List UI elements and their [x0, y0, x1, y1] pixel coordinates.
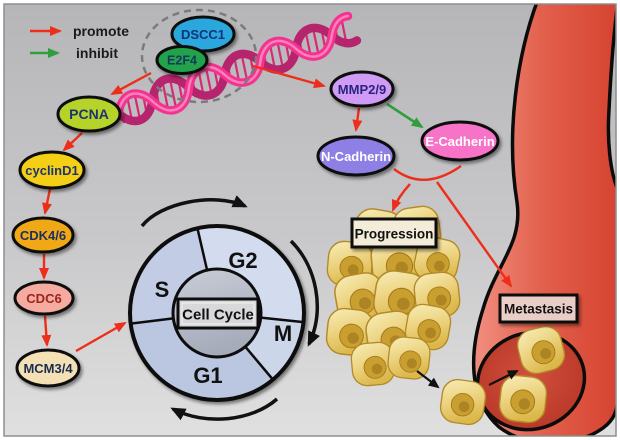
node-mcm34: [15, 348, 81, 388]
progression-label: Progression: [355, 227, 434, 242]
node-cdc6: [13, 280, 75, 316]
rotation-arrow-top-icon: [140, 195, 248, 228]
cycle-rotation-arrows: [140, 195, 320, 421]
cdk46-label: CDK4/6: [20, 228, 66, 243]
tumor-cell: [387, 336, 431, 380]
node-e2f4: [155, 45, 209, 75]
mcm34-to-cellcycle-arrow-icon: [75, 321, 127, 353]
vessel-tube: [471, 0, 620, 440]
cell-cycle-label: Cell Cycle: [182, 307, 254, 324]
cell-cycle-wheel: [128, 224, 306, 402]
metastasis-label: Metastasis: [504, 302, 573, 317]
segment-dividers: [130, 227, 304, 381]
cyclind1-label: cyclinD1: [25, 163, 78, 178]
mmp29-to-ncadherin-arrow-icon: [352, 107, 363, 132]
mmp29-to-ecadherin-inhibit-arrow-icon: [386, 102, 424, 129]
to-progression-arrow-icon: [391, 183, 411, 212]
molecule-nodes: [11, 15, 500, 388]
e2f4-label: E2F4: [167, 54, 197, 68]
ecadherin-label: E-Cadherin: [425, 134, 494, 149]
metastatic-cell: [498, 374, 548, 424]
detached-tumor-cell: [439, 378, 487, 426]
dscc1-label: DSCC1: [181, 27, 225, 42]
mcm34-label: MCM3/4: [23, 361, 73, 376]
legend-inhibit-label: inhibit: [76, 45, 118, 61]
metastatic-cell: [516, 325, 566, 375]
phase-s-segment: [130, 228, 208, 324]
cyclind1-to-cdk46-arrow-icon: [42, 188, 52, 215]
phase-g1-segment: [130, 318, 273, 400]
phase-m-label: M: [274, 321, 292, 346]
dna-to-mmp29-arrow-icon: [252, 64, 326, 89]
progression-box: [350, 217, 438, 249]
pcna-to-cyclind1-arrow-icon: [62, 132, 83, 152]
ncadherin-label: N-Cadherin: [321, 149, 391, 164]
phase-g2-label: G2: [228, 248, 257, 273]
cell-cycle-box: [176, 297, 260, 330]
intravasation-arrow-icon: [488, 370, 519, 386]
cell-cycle-box-inner: [181, 302, 255, 325]
mmp29-label: MMP2/9: [338, 82, 386, 97]
pcna-label: PCNA: [69, 106, 109, 122]
to-metastasis-arrow-icon: [436, 181, 513, 288]
phase-g1-label: G1: [193, 363, 222, 388]
complex-dashed-circle: [140, 8, 258, 104]
tumor-cell: [325, 307, 375, 357]
pathway-arrows: [39, 64, 513, 353]
node-cyclind1: [18, 150, 86, 190]
metastasis-box: [498, 293, 579, 324]
rotation-arrow-bottom-icon: [170, 397, 279, 421]
phase-m-segment: [245, 317, 304, 380]
canvas-border: [3, 3, 617, 437]
phase-s-label: S: [155, 277, 170, 302]
node-ncadherin: [316, 135, 396, 177]
cadherin-connector-curve: [393, 165, 462, 181]
rotation-arrow-right-icon: [289, 239, 320, 347]
node-mmp29: [329, 70, 395, 108]
legend-promote-label: promote: [73, 23, 129, 39]
node-ecadherin: [420, 120, 500, 162]
detachment-arrow-icon: [416, 370, 440, 389]
blood-vessel: [471, 0, 620, 440]
phase-g2-segment: [197, 225, 304, 323]
cdc6-label: CDC6: [26, 291, 61, 306]
node-pcna: [56, 95, 122, 133]
node-cdk46: [11, 216, 75, 254]
legend: promote inhibit: [30, 23, 129, 61]
cdc6-to-mcm34-arrow-icon: [41, 315, 52, 347]
complex-to-pcna-arrow-icon: [110, 71, 152, 96]
tumor-cell: [350, 341, 396, 387]
